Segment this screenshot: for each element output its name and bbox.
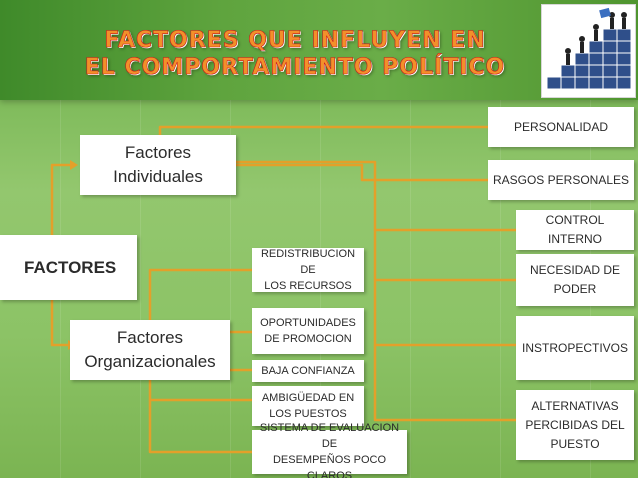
node-poder-line-2: PODER [553, 282, 597, 296]
node-organizational-line-1: Factores [116, 328, 184, 347]
puzzle-stairs-people-icon [541, 4, 636, 98]
node-evaluacion-line-2: DESEMPEÑOS POCO CLAROS [272, 454, 387, 478]
node-sistema-evaluacion: SISTEMA DE EVALUACION DE DESEMPEÑOS POCO… [252, 422, 407, 478]
node-factores: FACTORES [0, 235, 137, 300]
title-line-2: EL COMPORTAMIENTO POLÍTICO [84, 55, 506, 81]
node-control-line-1: CONTROL [545, 213, 605, 227]
node-poder-line-1: NECESIDAD DE [529, 263, 621, 277]
node-oportunidades-line-2: DE PROMOCION [264, 333, 352, 345]
node-ambiguedad-line-2: LOS PUESTOS [269, 408, 347, 420]
node-baja-confianza: BAJA CONFIANZA [252, 360, 364, 382]
node-individual-line-1: Factores [124, 143, 192, 162]
node-factores-individuales: Factores Individuales [80, 135, 236, 195]
node-control-interno: CONTROL INTERNO [516, 210, 634, 250]
node-alternativas-line-1: ALTERNATIVAS [531, 398, 619, 413]
node-factores-organizacionales: Factores Organizacionales [70, 320, 230, 380]
node-evaluacion-line-1: SISTEMA DE EVALUACION DE [259, 422, 400, 450]
node-individual-line-2: Individuales [113, 167, 203, 186]
node-alternativas-line-3: PUESTO [550, 436, 600, 451]
node-baja-confianza-label: BAJA CONFIANZA [261, 365, 355, 377]
title-line-1: FACTORES QUE INFLUYEN EN [104, 28, 486, 54]
node-alternativas-line-2: PERCIBIDAS DEL [525, 417, 625, 432]
node-necesidad-de-poder: NECESIDAD DE PODER [516, 254, 634, 306]
node-ambiguedad-puestos: AMBIGÜEDAD EN LOS PUESTOS [252, 386, 364, 426]
node-redistribucion: REDISTRIBUCION DE LOS RECURSOS [252, 248, 364, 292]
node-oportunidades-line-1: OPORTUNIDADES [260, 317, 356, 329]
title-banner [0, 0, 638, 100]
node-ambiguedad-line-1: AMBIGÜEDAD EN [261, 392, 355, 404]
node-factores-label: FACTORES [24, 257, 117, 277]
node-alternativas-percibidas: ALTERNATIVAS PERCIBIDAS DEL PUESTO [516, 390, 634, 460]
node-personalidad-label: PERSONALIDAD [513, 119, 609, 134]
node-redistribucion-line-2: LOS RECURSOS [264, 280, 352, 292]
node-redistribucion-line-1: REDISTRIBUCION DE [260, 248, 356, 276]
node-rasgos-personales: RASGOS PERSONALES [488, 160, 634, 200]
node-instropectivos-label: INSTROPECTIVOS [521, 340, 628, 355]
node-rasgos-label: RASGOS PERSONALES [492, 172, 630, 187]
node-organizational-line-2: Organizacionales [84, 352, 216, 371]
node-personalidad: PERSONALIDAD [488, 107, 634, 147]
node-control-line-2: INTERNO [548, 232, 602, 246]
node-oportunidades-promocion: OPORTUNIDADES DE PROMOCION [252, 308, 364, 354]
node-instropectivos: INSTROPECTIVOS [516, 316, 634, 380]
